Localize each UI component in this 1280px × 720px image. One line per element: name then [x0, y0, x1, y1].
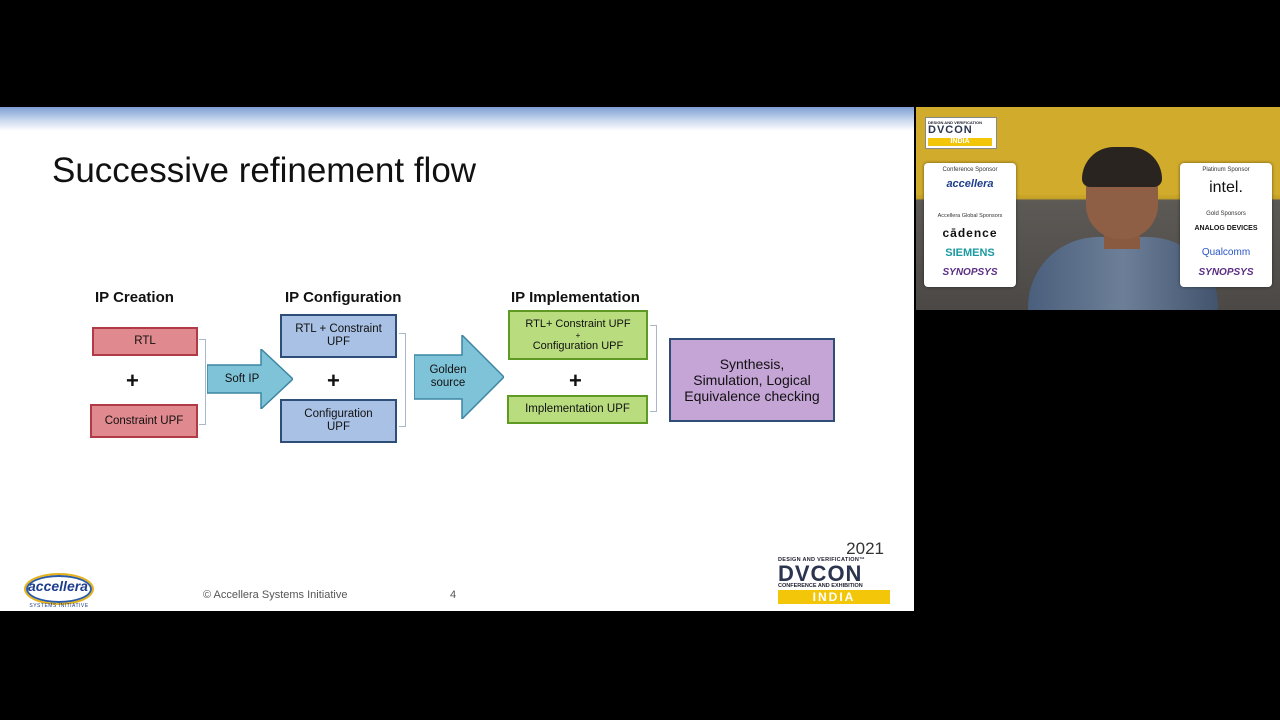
webcam-dvcon-logo: DESIGN AND VERIFICATION DVCON INDIA: [925, 117, 997, 149]
presentation-slide: Successive refinement flow IP Creation I…: [0, 107, 914, 611]
dvcon-region-banner: INDIA: [778, 590, 890, 604]
box-rtl: RTL: [92, 327, 198, 356]
sponsor-analog-devices: ANALOG DEVICES: [1194, 225, 1258, 232]
bracket-creation: [199, 339, 206, 425]
global-sponsors-label: Accellera Global Sponsors: [937, 213, 1003, 219]
box-impl-line3: Configuration UPF: [532, 339, 624, 352]
slide-title: Successive refinement flow: [52, 151, 477, 190]
speaker-person: [1028, 147, 1218, 310]
accellera-logo-text: accellera: [28, 578, 88, 594]
dvcon-wordmark: DVCON: [778, 561, 863, 586]
dvcon-conference-text: CONFERENCE AND EXHIBITION: [778, 583, 863, 589]
platinum-sponsor-label: Platinum Sponsor: [1202, 167, 1250, 173]
box-constraint-upf-label: Constraint UPF: [104, 414, 184, 427]
box-final-line2: Simulation, Logical: [693, 372, 811, 388]
box-rtl-constraint-upf-line1: RTL + Constraint: [295, 323, 382, 335]
plus-sign-implementation: +: [569, 368, 582, 393]
box-final-line3: Equivalence checking: [684, 388, 820, 404]
heading-ip-creation: IP Creation: [95, 289, 174, 306]
conference-sponsor-label: Conference Sponsor: [942, 167, 998, 173]
dvcon-tagline: DESIGN AND VERIFICATION™: [778, 557, 865, 563]
heading-ip-implementation: IP Implementation: [511, 289, 640, 306]
sponsor-cadence: cādence: [942, 226, 998, 240]
box-impl-line1: RTL+ Constraint UPF: [525, 318, 631, 330]
sponsor-intel: intel.: [1209, 179, 1243, 196]
box-rtl-label: RTL: [134, 335, 156, 347]
box-rtl-constraint-upf-line2: UPF: [326, 336, 350, 348]
dvcon-year: 2021: [846, 539, 884, 558]
box-configuration-upf-line1: Configuration: [304, 408, 373, 420]
webcam-dvcon-region: INDIA: [928, 138, 992, 146]
box-synthesis-simulation-lec: Synthesis, Simulation, Logical Equivalen…: [669, 338, 835, 422]
accellera-logo-oval: [24, 573, 94, 605]
bracket-configuration: [399, 333, 406, 427]
footer-page-number: 4: [450, 589, 457, 601]
box-implementation-upf-label: Implementation UPF: [525, 403, 630, 415]
box-constraint-upf: Constraint UPF: [90, 404, 198, 438]
arrow-golden-source-line1: Golden: [429, 364, 467, 376]
accellera-logo: accellera SYSTEMS INITIATIVE: [24, 573, 94, 611]
box-configuration-upf: Configuration UPF: [280, 399, 397, 443]
sponsor-accellera: accellera: [946, 178, 994, 190]
sponsor-qualcomm: Qualcomm: [1201, 247, 1251, 258]
speaker-hair: [1082, 147, 1162, 187]
dvcon-india-2021-logo: 2021 DESIGN AND VERIFICATION™ DVCON CONF…: [776, 537, 896, 607]
heading-ip-configuration: IP Configuration: [285, 289, 402, 306]
accellera-logo-subtext: SYSTEMS INITIATIVE: [29, 603, 89, 609]
slide-header-bar: [0, 107, 914, 131]
speaker-webcam-feed: DESIGN AND VERIFICATION DVCON INDIA Conf…: [916, 107, 1280, 310]
arrow-soft-ip-label: Soft IP: [224, 373, 260, 385]
arrow-golden-source-line2: source: [430, 377, 466, 389]
sponsor-card-right: Platinum Sponsor intel. Gold Sponsors AN…: [1180, 163, 1272, 287]
footer-copyright: © Accellera Systems Initiative: [203, 589, 348, 601]
bracket-implementation: [650, 325, 657, 412]
plus-sign-creation: +: [126, 368, 139, 393]
sponsor-synopsys: SYNOPSYS: [942, 267, 998, 278]
arrow-golden-source-label: Golden source: [414, 364, 482, 390]
webcam-dvcon-tagline: DESIGN AND VERIFICATION: [928, 120, 983, 125]
sponsor-siemens: SIEMENS: [945, 247, 995, 259]
arrow-golden-source: Golden source: [414, 335, 504, 419]
gold-sponsors-label: Gold Sponsors: [1206, 211, 1246, 217]
box-rtl-constraint-upf: RTL + Constraint UPF: [280, 314, 397, 358]
sponsor-synopsys-gold: SYNOPSYS: [1198, 267, 1254, 278]
plus-sign-configuration: +: [327, 368, 340, 393]
arrow-soft-ip: Soft IP: [207, 349, 293, 409]
box-implementation-upf: Implementation UPF: [507, 395, 648, 424]
box-impl-line2: +: [575, 330, 581, 340]
box-final-line1: Synthesis,: [719, 356, 785, 372]
webcam-dvcon-wordmark: DVCON: [928, 124, 973, 136]
box-configuration-upf-line2: UPF: [327, 421, 350, 433]
box-impl-rtl-constraint-configuration: RTL+ Constraint UPF + Configuration UPF: [508, 310, 648, 360]
sponsor-card-left: Conference Sponsor accellera Accellera G…: [924, 163, 1016, 287]
